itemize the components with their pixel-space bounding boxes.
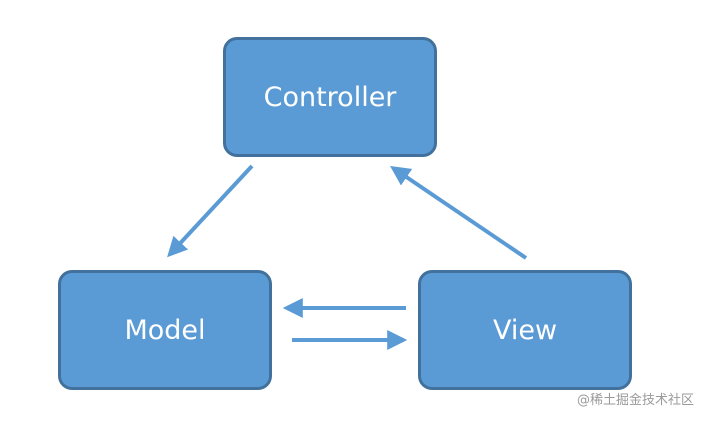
watermark: @稀土掘金技术社区 xyxy=(576,393,694,408)
model-node: Model xyxy=(58,270,272,390)
view-label: View xyxy=(492,314,558,346)
controller-node: Controller xyxy=(223,37,437,157)
arrow-controller-to-model xyxy=(167,164,254,258)
view-node: View xyxy=(418,270,632,390)
arrow-view-to-controller xyxy=(390,165,528,260)
model-label: Model xyxy=(124,314,206,346)
controller-label: Controller xyxy=(263,81,397,113)
